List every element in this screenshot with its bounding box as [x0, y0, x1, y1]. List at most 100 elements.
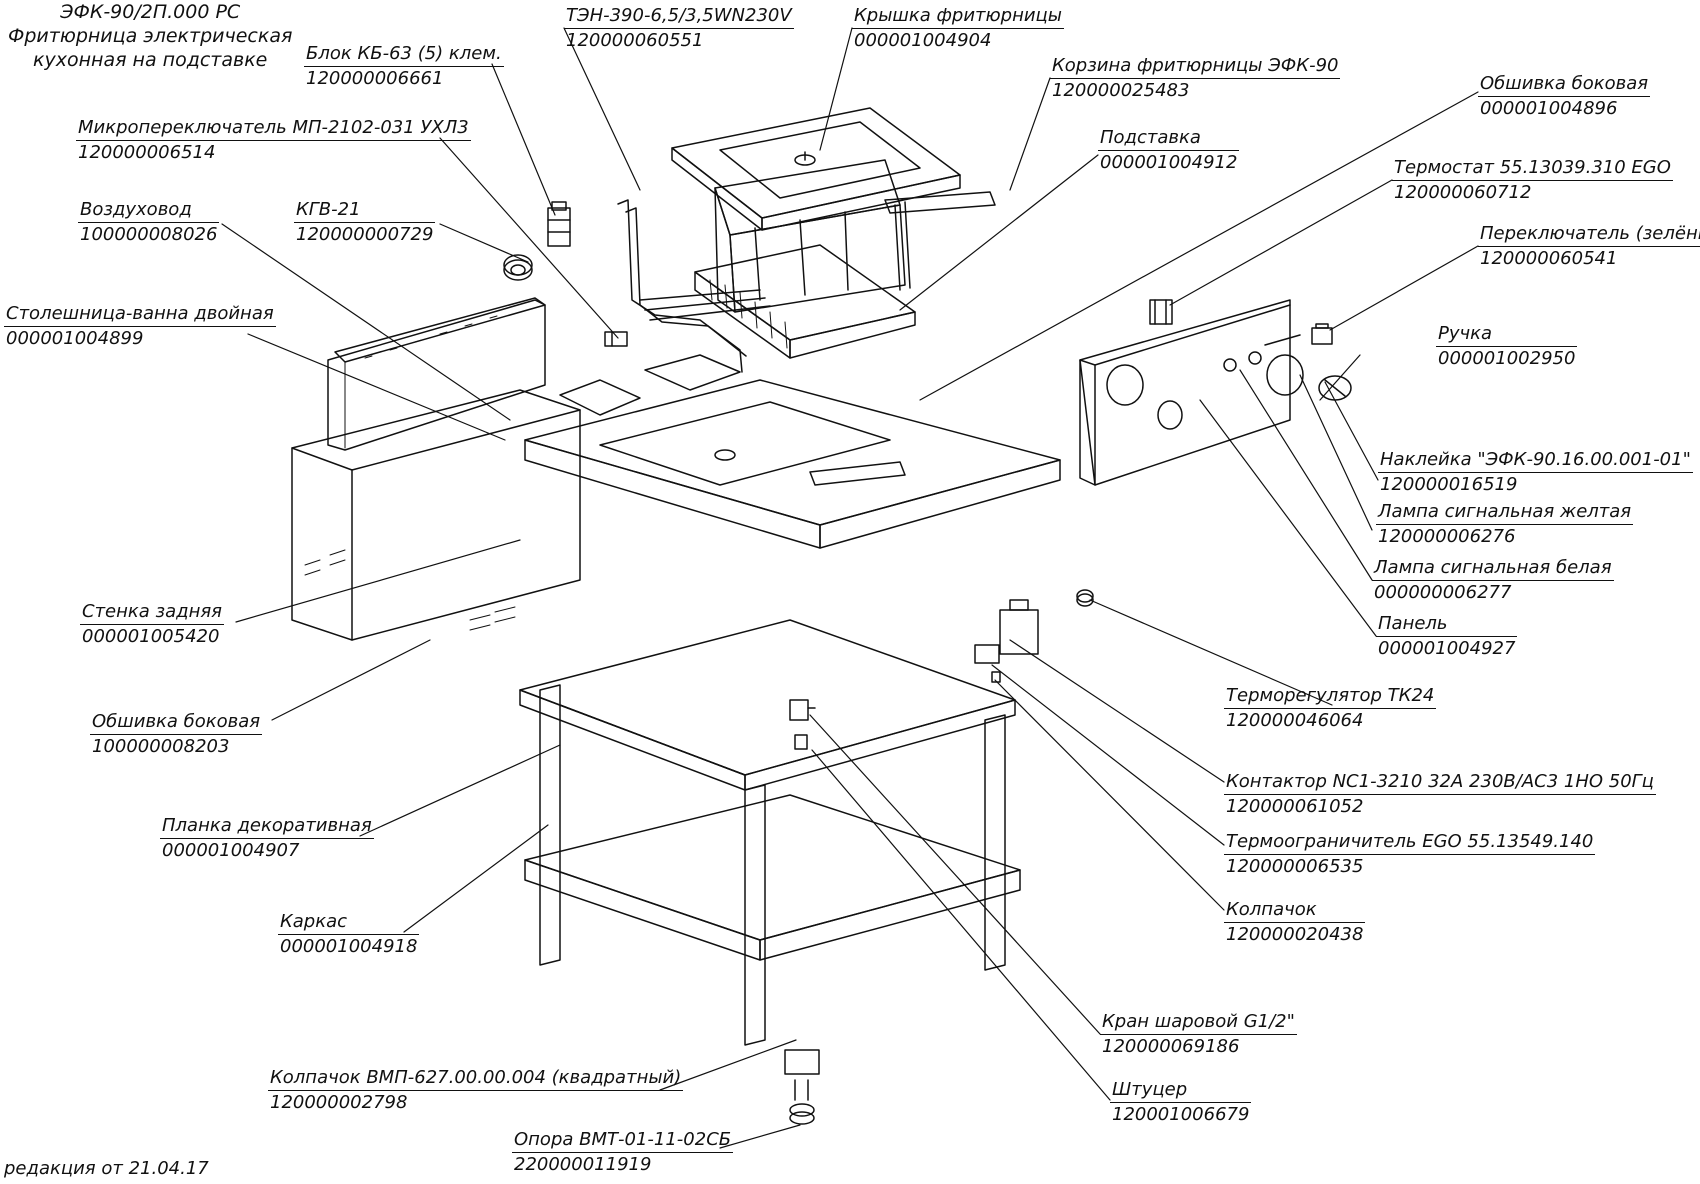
part-name: Опора ВМТ-01-11-02СБ [512, 1128, 734, 1153]
part-label-ball-valve: Кран шаровой G1/2" 120000069186 [1100, 1010, 1297, 1059]
part-label-thermoregulator: Терморегулятор ТК24 120000046064 [1224, 684, 1437, 733]
part-code: 000001005420 [82, 626, 220, 647]
part-code: 000001004912 [1100, 152, 1238, 173]
part-label-tabletop: Столешница-ванна двойная 000001004899 [4, 302, 276, 351]
part-name: Наклейка "ЭФК-90.16.00.001-01" [1378, 448, 1693, 473]
part-label-ten: ТЭН-390-6,5/3,5WN230V 120000060551 [564, 4, 794, 53]
heating-element-drawing [617, 199, 771, 373]
part-label-lamp-white: Лампа сигнальная белая 000000006277 [1372, 556, 1614, 605]
part-label-switch-green: Переключатель (зелёный) 120000060541 [1478, 222, 1700, 271]
part-name: Столешница-ванна двойная [4, 302, 276, 327]
fitting-drawing [794, 734, 808, 750]
part-code: 000001004918 [280, 936, 418, 957]
part-label-panel: Панель 000001004927 [1376, 612, 1518, 661]
basket-drawing [714, 159, 996, 313]
thermostat-drawing [1149, 299, 1173, 325]
part-name: Блок КБ-63 (5) клем. [304, 42, 504, 67]
part-name: Панель [1376, 612, 1518, 637]
part-code: 120000020438 [1226, 924, 1364, 945]
part-name: ТЭН-390-6,5/3,5WN230V [564, 4, 794, 29]
part-label-sticker: Наклейка "ЭФК-90.16.00.001-01" 120000016… [1378, 448, 1693, 497]
part-label-air-duct: Воздуховод 100000008026 [78, 198, 220, 247]
handle-drawing [1318, 375, 1352, 401]
product-title-line-1: Фритюрница электрическая [8, 25, 293, 47]
part-label-foot: Опора ВМТ-01-11-02СБ 220000011919 [512, 1128, 734, 1177]
ball-valve-drawing [789, 699, 816, 721]
air-duct-drawing [327, 297, 546, 451]
part-label-lamp-yellow: Лампа сигнальная желтая 120000006276 [1376, 500, 1634, 549]
part-code: 000001004904 [854, 30, 992, 51]
part-label-side-panel-left: Обшивка боковая 100000008203 [90, 710, 263, 759]
part-code: 000001004907 [162, 840, 300, 861]
revision-note: редакция от 21.04.17 [4, 1158, 209, 1179]
part-name: Воздуховод [78, 198, 220, 223]
part-code: 120000060712 [1394, 182, 1532, 203]
part-code: 120000002798 [270, 1092, 408, 1113]
part-label-thermostat: Термостат 55.13039.310 EGO 120000060712 [1392, 156, 1673, 205]
part-label-cap: Колпачок 120000020438 [1224, 898, 1366, 947]
part-label-side-panel-right: Обшивка боковая 000001004896 [1478, 72, 1651, 121]
part-code: 120000060541 [1480, 248, 1618, 269]
part-label-cap-square: Колпачок ВМП-627.00.00.004 (квадратный) … [268, 1066, 684, 1115]
part-label-fitting: Штуцер 120001006679 [1110, 1078, 1252, 1127]
part-code: 100000008026 [80, 224, 218, 245]
part-label-basket: Корзина фритюрницы ЭФК-90 120000025483 [1050, 54, 1341, 103]
control-panel-drawing [1079, 299, 1304, 486]
part-name: Термоограничитель EGO 55.13549.140 [1224, 830, 1596, 855]
part-code: 120000006514 [78, 142, 216, 163]
part-code: 120000006661 [306, 68, 444, 89]
part-label-rear-wall: Стенка задняя 000001005420 [80, 600, 224, 649]
part-code: 120000046064 [1226, 710, 1364, 731]
part-code: 120000069186 [1102, 1036, 1240, 1057]
part-label-stand: Подставка 000001004912 [1098, 126, 1240, 175]
leader-lines [221, 27, 1479, 1149]
rear-wall-drawing [291, 389, 581, 641]
stand-drawing [519, 619, 1021, 1046]
part-code: 100000008203 [92, 736, 230, 757]
part-name: КГВ-21 [294, 198, 436, 223]
part-name: Термостат 55.13039.310 EGO [1392, 156, 1673, 181]
part-label-handle: Ручка 000001002950 [1436, 322, 1578, 371]
part-name: Переключатель (зелёный) [1478, 222, 1700, 247]
part-name: Лампа сигнальная белая [1372, 556, 1614, 581]
part-code: 000001004927 [1378, 638, 1516, 659]
part-name: Колпачок [1224, 898, 1366, 923]
cap-drawing [991, 671, 1001, 683]
thermoregulator-drawing [1076, 589, 1094, 607]
part-code: 120001006679 [1112, 1104, 1250, 1125]
part-name: Каркас [278, 910, 420, 935]
part-name: Контактор NC1-3210 32A 230B/AC3 1НО 50Гц [1224, 770, 1656, 795]
product-code: ЭФК-90/2П.000 РС [60, 1, 241, 23]
part-code: 220000011919 [514, 1154, 652, 1175]
drawing-header: ЭФК-90/2П.000 РС Фритюрница электрическа… [8, 0, 292, 72]
part-label-lid: Крышка фритюрницы 000001004904 [852, 4, 1065, 53]
part-code: 000001004899 [6, 328, 144, 349]
product-title-line-2: кухонная на подставке [33, 49, 268, 71]
part-code: 000000006277 [1374, 582, 1512, 603]
contactor-drawing [999, 599, 1039, 655]
part-name: Микропереключатель МП-2102-031 УХЛ3 [76, 116, 471, 141]
part-code: 120000016519 [1380, 474, 1518, 495]
part-code: 120000060551 [566, 30, 704, 51]
part-name: Кран шаровой G1/2" [1100, 1010, 1297, 1035]
part-name: Лампа сигнальная желтая [1376, 500, 1634, 525]
part-label-frame: Каркас 000001004918 [278, 910, 420, 959]
part-name: Терморегулятор ТК24 [1224, 684, 1437, 709]
part-name: Корзина фритюрницы ЭФК-90 [1050, 54, 1341, 79]
part-name: Штуцер [1110, 1078, 1252, 1103]
part-name: Обшивка боковая [90, 710, 263, 735]
part-label-contactor: Контактор NC1-3210 32A 230B/AC3 1НО 50Гц… [1224, 770, 1656, 819]
part-code: 120000061052 [1226, 796, 1364, 817]
thermolimiter-drawing [974, 644, 1000, 664]
part-label-thermolimiter: Термоограничитель EGO 55.13549.140 12000… [1224, 830, 1596, 879]
microswitch-drawing [604, 331, 628, 347]
part-name: Обшивка боковая [1478, 72, 1651, 97]
part-code: 120000006535 [1226, 856, 1364, 877]
part-code: 000001004896 [1480, 98, 1618, 119]
terminal-block-drawing [547, 201, 571, 247]
part-name: Подставка [1098, 126, 1240, 151]
part-name: Колпачок ВМП-627.00.00.004 (квадратный) [268, 1066, 684, 1091]
foot-drawing [784, 1049, 820, 1125]
